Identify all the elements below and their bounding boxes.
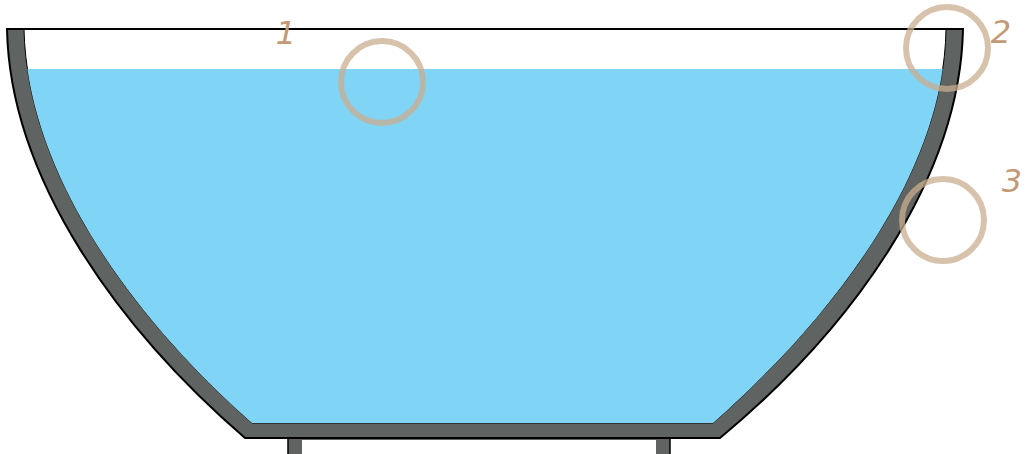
bowl-wall — [7, 29, 963, 438]
callout-circle — [902, 179, 984, 261]
bowl-inside — [24, 29, 946, 423]
callout-number: 2 — [991, 16, 1011, 48]
bowl-rim — [7, 28, 963, 30]
callout-number: 1 — [276, 17, 296, 49]
callout-number: 3 — [1002, 165, 1022, 197]
bowl-foot-inner — [302, 440, 656, 454]
callout-circle — [341, 41, 423, 123]
water — [24, 69, 946, 423]
callout-circle — [906, 7, 988, 89]
